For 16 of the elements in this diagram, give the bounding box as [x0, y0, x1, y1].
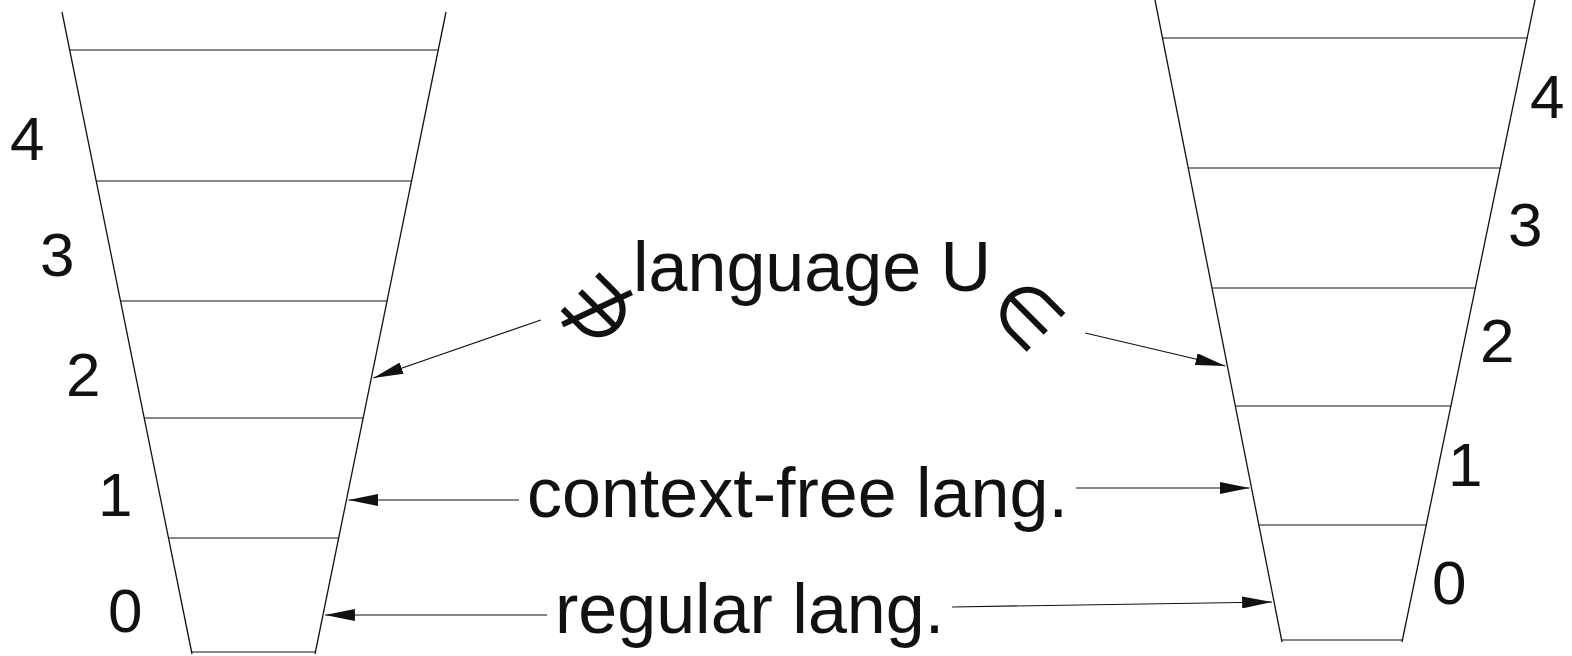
arrow — [324, 609, 548, 621]
level-number: 2 — [66, 344, 101, 406]
level-number: 4 — [1530, 66, 1565, 128]
arrow — [347, 494, 520, 506]
level-number: 4 — [10, 108, 45, 170]
arrow — [1075, 482, 1251, 494]
level-number: 0 — [1432, 552, 1467, 614]
level-number: 1 — [1448, 434, 1483, 496]
arrow — [1084, 332, 1226, 367]
level-number: 1 — [98, 464, 133, 526]
arrow — [372, 319, 542, 379]
arrow — [951, 596, 1273, 609]
level-number: 2 — [1480, 310, 1515, 372]
level-number: 3 — [1508, 194, 1543, 256]
level-number: 3 — [40, 224, 75, 286]
level-number: 0 — [108, 580, 143, 642]
